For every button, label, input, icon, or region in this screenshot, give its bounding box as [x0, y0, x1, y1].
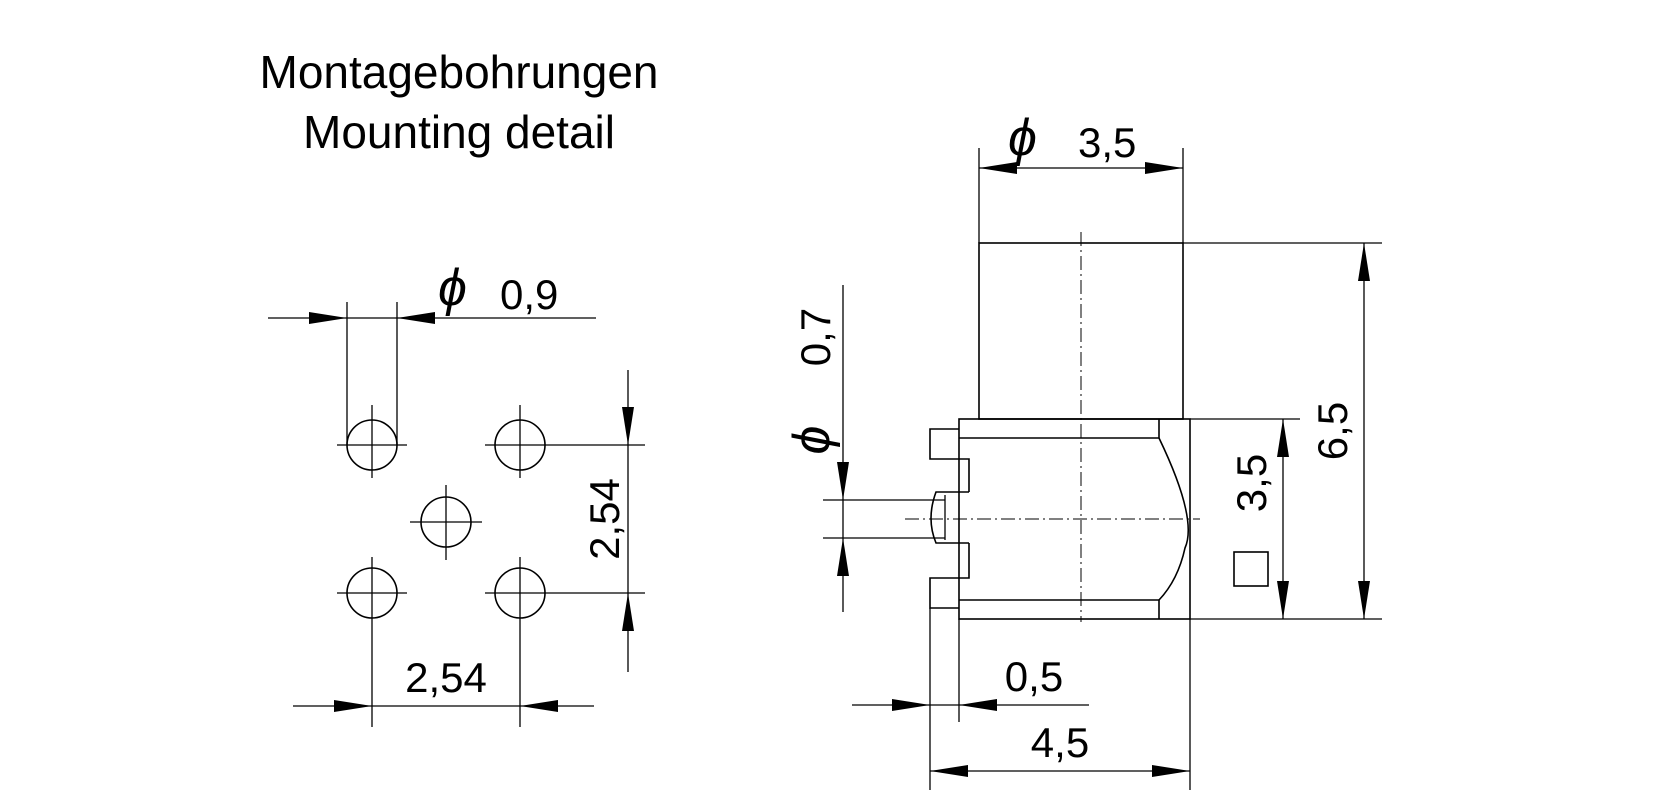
dimension-total-width: 4,5 — [930, 619, 1191, 790]
upper-tab — [929, 428, 970, 492]
title-english: Mounting detail — [303, 106, 615, 158]
square-symbol — [1233, 551, 1269, 587]
lower-tab — [929, 543, 970, 609]
dimension-pitch-horizontal: 2,54 — [293, 654, 594, 712]
label-offset: 0,5 — [1005, 653, 1063, 700]
diameter-symbol: ϕ — [1008, 109, 1037, 167]
dimension-offset: 0,5 — [852, 608, 1089, 790]
dimension-pin-diameter: ϕ 0,7 — [783, 285, 945, 612]
hole-top-right — [485, 405, 645, 478]
label-square-size: 3,5 — [1228, 454, 1275, 512]
dimension-body-diameter: ϕ 3,5 — [978, 109, 1184, 243]
label-pin-diameter: 0,7 — [792, 308, 839, 366]
dimension-hole-diameter: ϕ 0,9 — [268, 259, 596, 445]
title-german: Montagebohrungen — [260, 46, 659, 98]
label-pitch-horizontal: 2,54 — [405, 654, 487, 701]
label-total-width: 4,5 — [1031, 719, 1089, 766]
dimension-total-height: 6,5 — [1183, 242, 1382, 619]
curved-face — [1158, 437, 1190, 601]
label-total-height: 6,5 — [1309, 402, 1356, 460]
hole-center — [410, 485, 482, 560]
diameter-symbol: ϕ — [438, 259, 467, 317]
label-pitch-vertical: 2,54 — [581, 478, 628, 560]
side-view: ϕ 3,5 ϕ 0,7 3,5 6 — [783, 109, 1382, 790]
dimension-square-size: 3,5 — [1190, 418, 1382, 620]
center-pin — [930, 491, 969, 544]
mounting-detail: ϕ 0,9 2,54 2,54 — [268, 259, 645, 727]
label-body-diameter: 3,5 — [1078, 119, 1136, 166]
label-hole-diameter: 0,9 — [500, 271, 558, 318]
dimension-pitch-vertical: 2,54 — [581, 370, 634, 672]
hole-bottom-left — [337, 557, 407, 727]
hole-bottom-right — [485, 557, 645, 727]
diameter-symbol: ϕ — [783, 426, 841, 455]
